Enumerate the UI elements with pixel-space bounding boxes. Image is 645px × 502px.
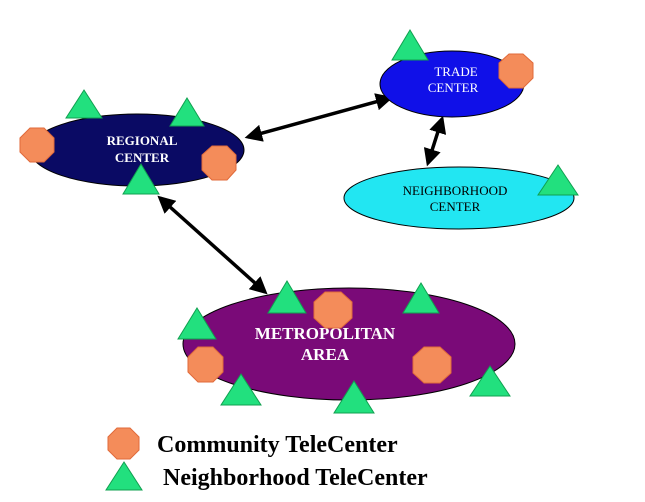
community-telecenter-octagon-icon [201,145,237,181]
legend: Community TeleCenter Neighborhood TeleCe… [105,427,428,491]
trade-center-label-line1: TRADE [434,64,477,79]
neighborhood-center-label-line2: CENTER [430,199,481,214]
legend-item-community: Community TeleCenter [107,427,398,460]
neighborhood-center-label-line1: NEIGHBORHOOD [403,183,508,198]
legend-triangle-icon [105,461,143,491]
community-telecenter-octagon-icon [313,291,353,329]
community-telecenter-octagon-icon [187,346,224,383]
neighborhood-telecenter-triangle-icon [267,280,307,314]
edge-trade-neighborhood [423,115,447,167]
metropolitan-area-label-line1: METROPOLITAN [255,324,396,343]
metropolitan-area-label-line2: AREA [301,345,350,364]
neighborhood-telecenter-triangle-icon [537,164,579,196]
regional-center-label-line2: CENTER [115,150,170,165]
regional-center-node: REGIONAL CENTER [29,113,245,187]
neighborhood-telecenter-triangle-icon [469,365,511,397]
neighborhood-telecenter-triangle-icon [333,380,375,414]
legend-neighborhood-label: Neighborhood TeleCenter [163,465,428,491]
trade-center-label-line2: CENTER [428,80,479,95]
neighborhood-telecenter-triangle-icon [220,373,262,406]
edge-regional-trade [244,93,394,142]
regional-center-label-line1: REGIONAL [107,133,178,148]
community-telecenter-octagon-icon [412,346,452,384]
legend-item-neighborhood: Neighborhood TeleCenter [105,461,428,491]
neighborhood-telecenter-triangle-icon [122,163,160,195]
neighborhood-telecenter-triangle-icon [65,89,103,119]
community-telecenter-octagon-icon [498,53,534,89]
trade-center-node: TRADE CENTER [379,50,525,118]
legend-octagon-icon [107,427,140,460]
neighborhood-telecenter-triangle-icon [169,97,205,127]
legend-community-label: Community TeleCenter [157,432,398,458]
neighborhood-telecenter-triangle-icon [177,307,217,340]
edge-regional-metro [157,195,268,295]
neighborhood-telecenter-triangle-icon [402,282,440,314]
community-telecenter-octagon-icon [19,127,55,163]
neighborhood-telecenter-triangle-icon [391,29,429,61]
neighborhood-center-ellipse [343,166,575,230]
neighborhood-center-node: NEIGHBORHOOD CENTER [343,166,575,230]
